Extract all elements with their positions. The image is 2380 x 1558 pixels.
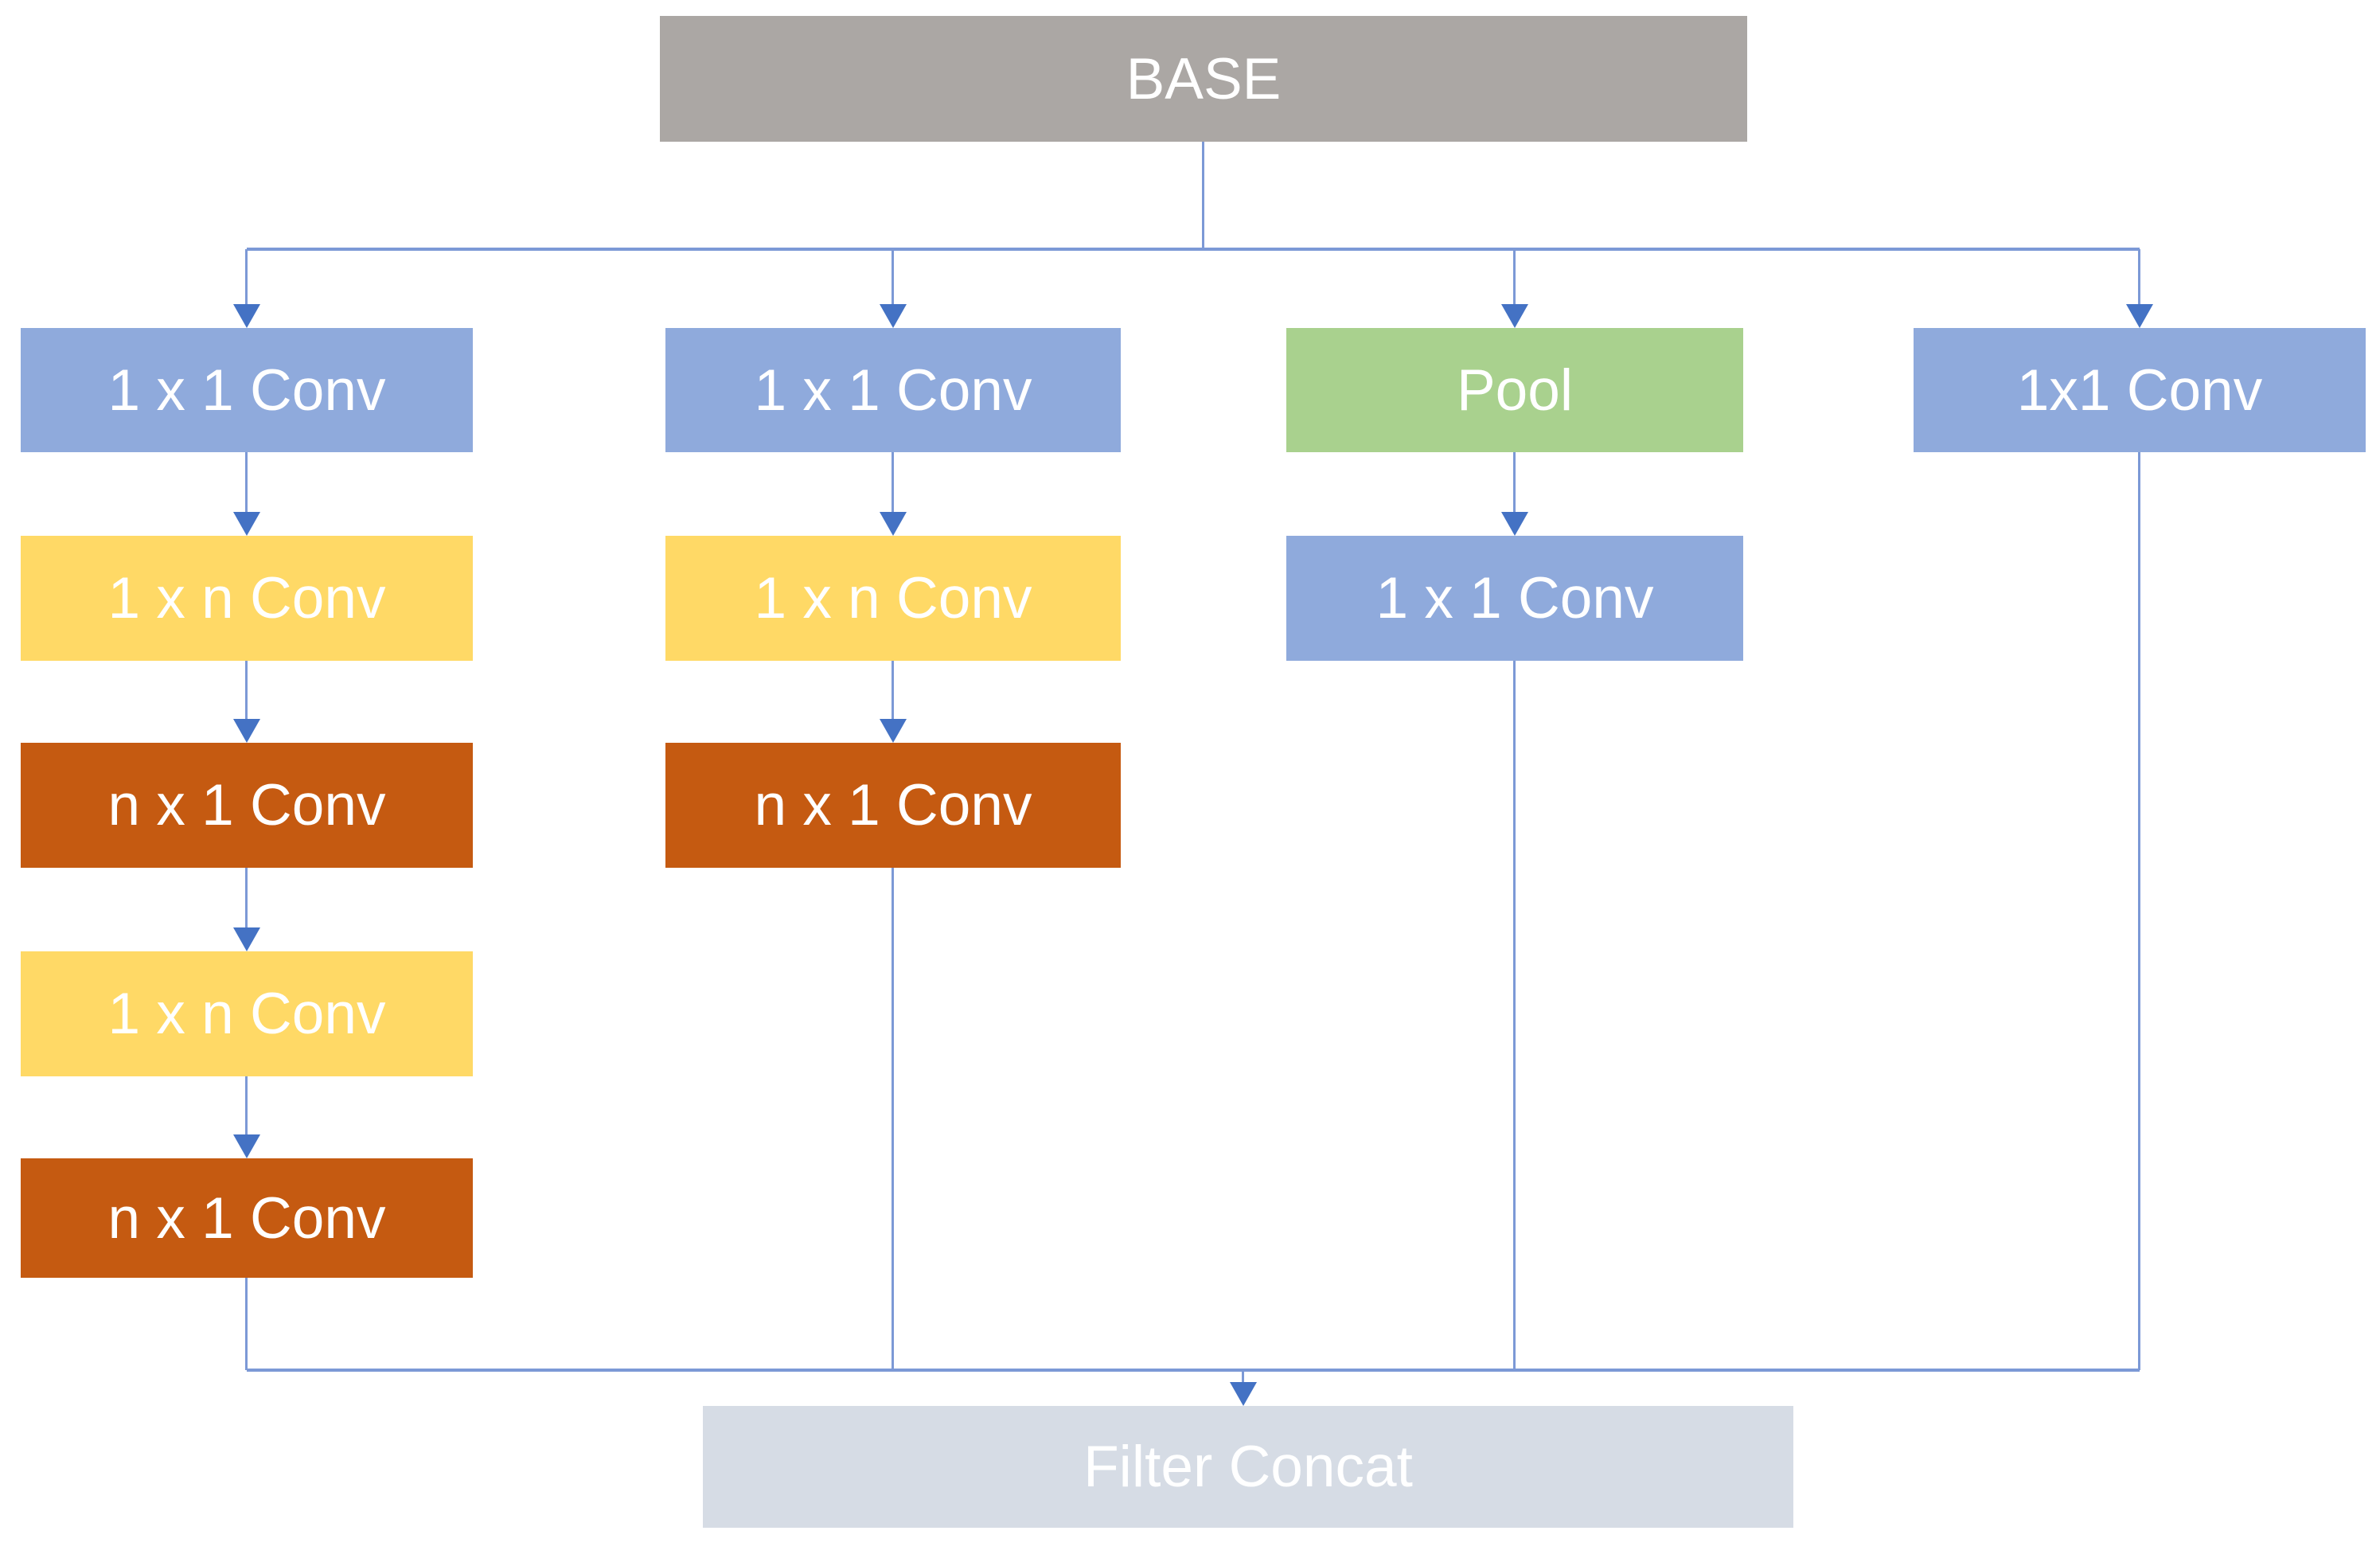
arrowhead-drop-branch2 xyxy=(880,304,907,328)
branch1-box-conv-1xn: 1 x n Conv xyxy=(21,536,473,661)
arrowhead-drop-branch3 xyxy=(1501,304,1528,328)
connector-distributor xyxy=(247,248,2140,251)
branch4-box-conv-1x1: 1x1 Conv xyxy=(1914,328,2366,452)
branch4-box1-label: 1x1 Conv xyxy=(2016,357,2263,423)
connector-b1-2to3 xyxy=(245,661,248,719)
connector-drop-branch4 xyxy=(2138,249,2140,305)
branch1-box3-label: n x 1 Conv xyxy=(107,773,386,838)
arrowhead-b1-1to2 xyxy=(233,512,260,536)
branch2-box-conv-1xn: 1 x n Conv xyxy=(665,536,1121,661)
arrowhead-b1-2to3 xyxy=(233,719,260,743)
branch1-box-conv-1x1: 1 x 1 Conv xyxy=(21,328,473,452)
connector-b2-1to2 xyxy=(892,452,894,512)
branch2-box3-label: n x 1 Conv xyxy=(754,773,1032,838)
branch3-box2-label: 1 x 1 Conv xyxy=(1375,566,1654,631)
connector-b2-exit xyxy=(892,868,894,1370)
arrowhead-b3-1to2 xyxy=(1501,512,1528,536)
connector-b1-4to5 xyxy=(245,1076,248,1134)
connector-b3-exit xyxy=(1513,661,1516,1370)
connector-b4-exit xyxy=(2138,452,2140,1370)
connector-b1-1to2 xyxy=(245,452,248,512)
arrowhead-final-drop xyxy=(1230,1382,1257,1406)
arrowhead-b2-2to3 xyxy=(880,719,907,743)
connector-base-stem xyxy=(1202,142,1204,249)
branch1-box-conv-nx1-2: n x 1 Conv xyxy=(21,1158,473,1278)
arrowhead-b1-3to4 xyxy=(233,927,260,951)
branch3-box1-label: Pool xyxy=(1456,357,1574,423)
base-node: BASE xyxy=(660,16,1747,142)
branch1-box5-label: n x 1 Conv xyxy=(107,1185,386,1251)
filter-concat-node: Filter Concat xyxy=(703,1406,1793,1528)
connector-collector xyxy=(247,1369,2140,1372)
arrowhead-drop-branch4 xyxy=(2126,304,2153,328)
branch1-box-conv-nx1: n x 1 Conv xyxy=(21,743,473,868)
branch2-box-conv-nx1: n x 1 Conv xyxy=(665,743,1121,868)
connector-drop-branch2 xyxy=(892,249,894,305)
branch2-box1-label: 1 x 1 Conv xyxy=(754,357,1032,423)
base-label: BASE xyxy=(1126,46,1282,111)
branch2-box-conv-1x1: 1 x 1 Conv xyxy=(665,328,1121,452)
branch1-box1-label: 1 x 1 Conv xyxy=(107,357,386,423)
arrowhead-b1-4to5 xyxy=(233,1134,260,1158)
connector-final-drop xyxy=(1242,1370,1244,1383)
arrowhead-drop-branch1 xyxy=(233,304,260,328)
branch3-box-conv-1x1: 1 x 1 Conv xyxy=(1286,536,1743,661)
branch3-box-pool: Pool xyxy=(1286,328,1743,452)
branch1-box-conv-1xn-2: 1 x n Conv xyxy=(21,951,473,1076)
branch1-box4-label: 1 x n Conv xyxy=(107,982,386,1046)
connector-b1-exit xyxy=(245,1278,248,1370)
connector-b2-2to3 xyxy=(892,661,894,719)
branch2-box2-label: 1 x n Conv xyxy=(754,566,1032,631)
branch1-box2-label: 1 x n Conv xyxy=(107,566,386,631)
filter-concat-label: Filter Concat xyxy=(1083,1435,1413,1499)
connector-b1-3to4 xyxy=(245,868,248,927)
arrowhead-b2-1to2 xyxy=(880,512,907,536)
connector-b3-1to2 xyxy=(1513,452,1516,512)
connector-drop-branch3 xyxy=(1513,249,1516,305)
connector-drop-branch1 xyxy=(245,249,248,305)
